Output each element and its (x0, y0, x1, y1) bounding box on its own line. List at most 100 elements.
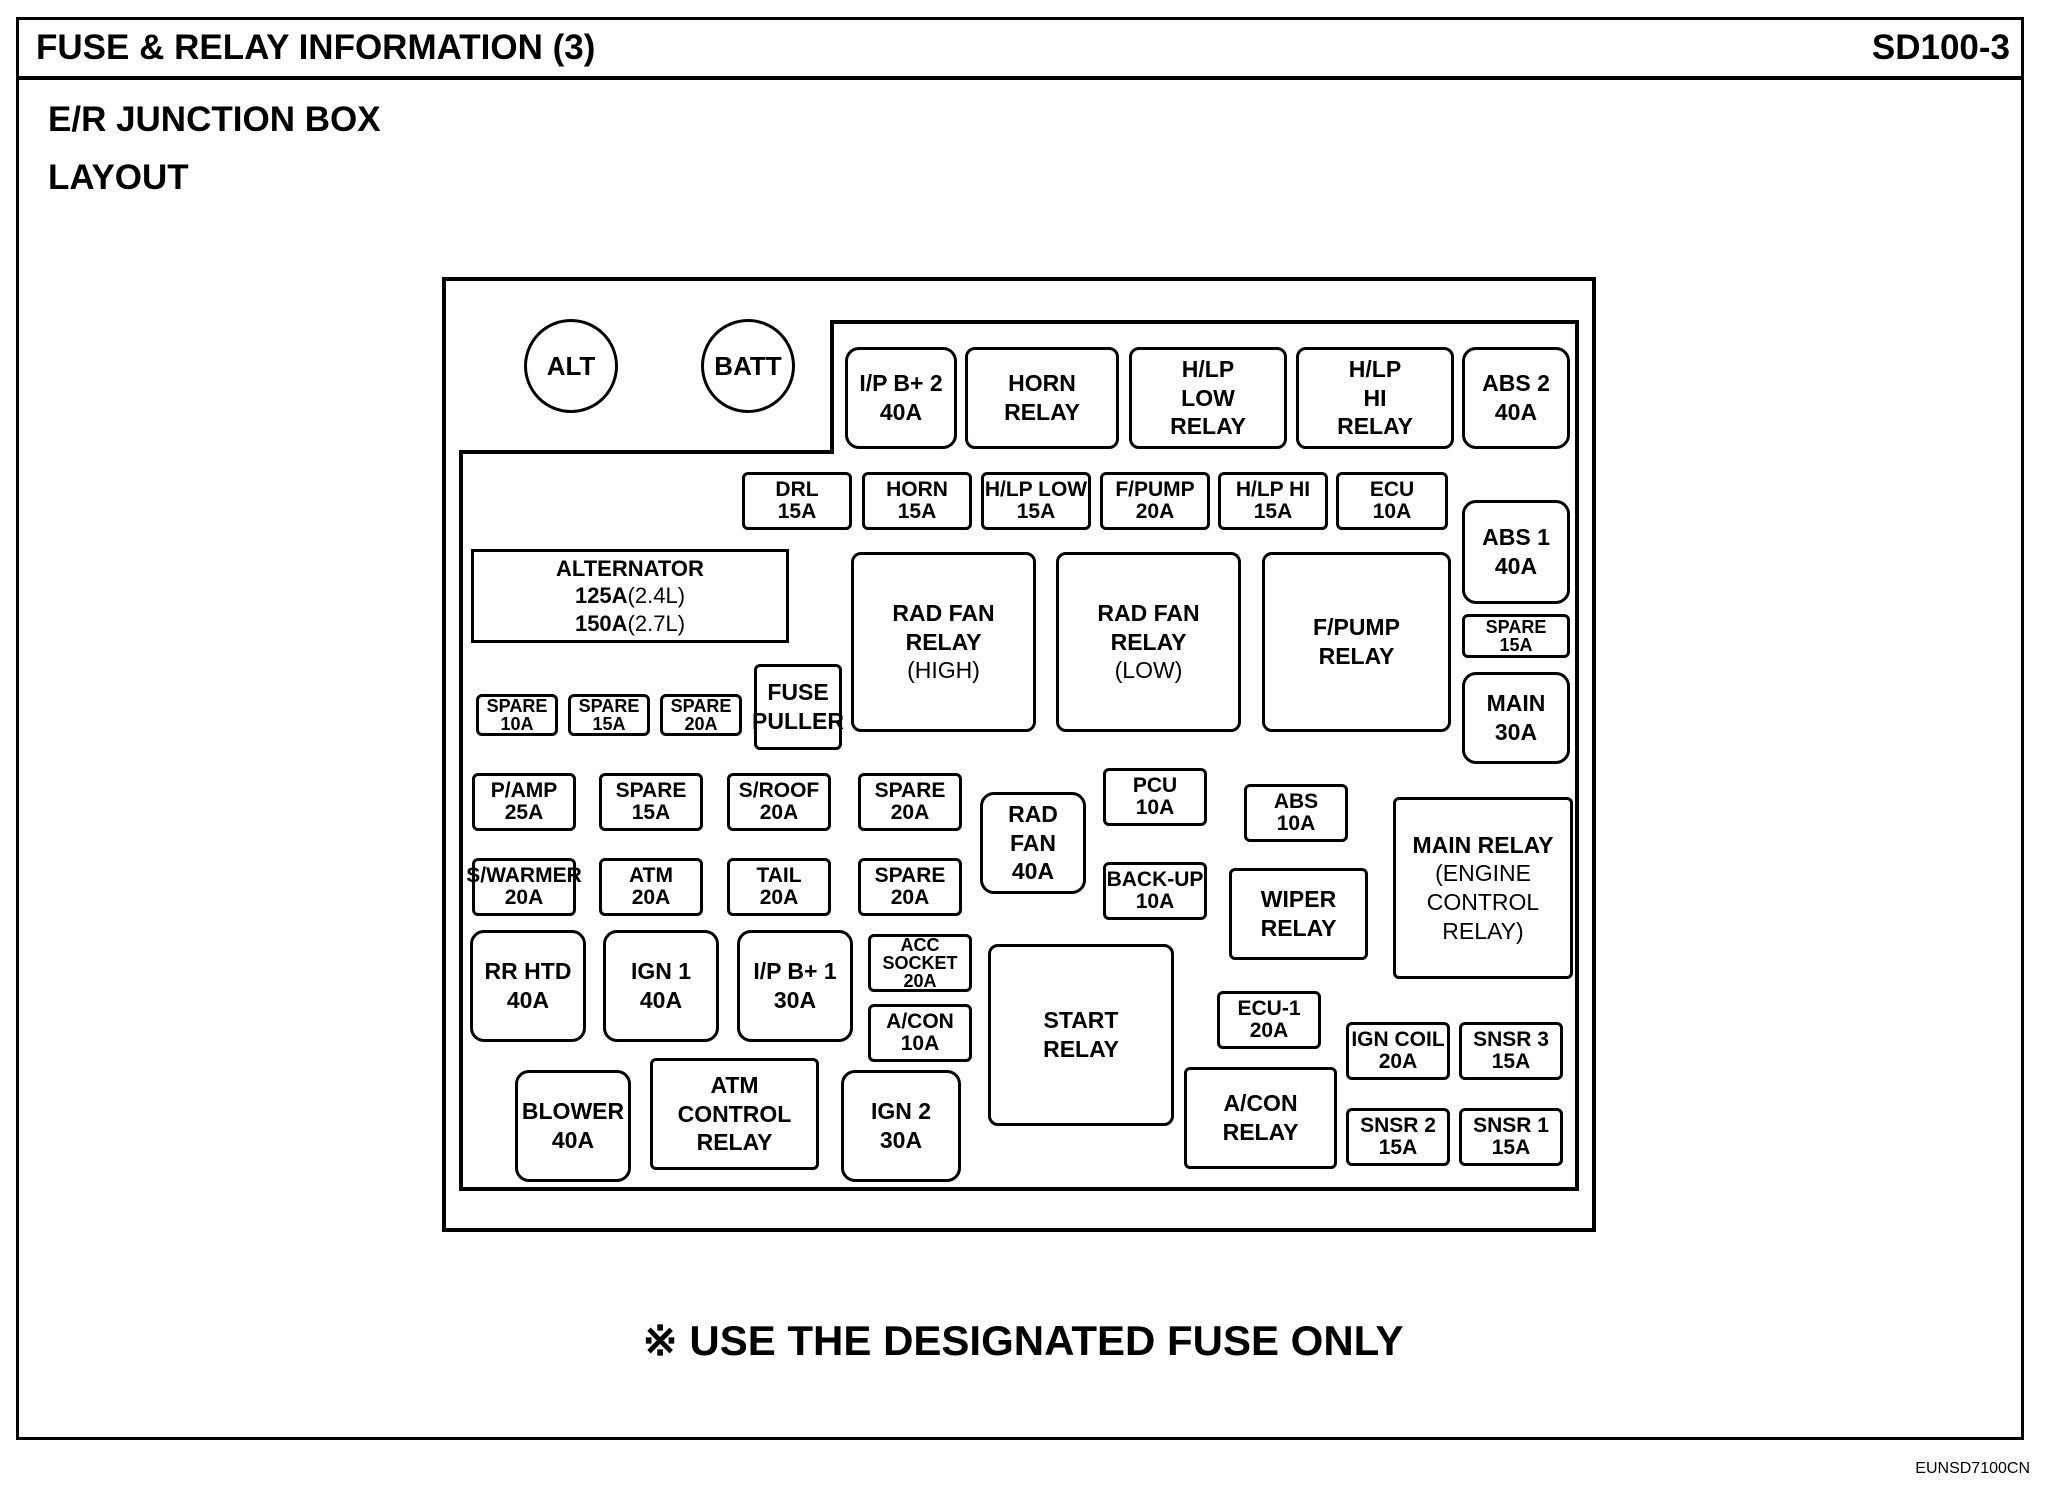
fuse-drl-15a-line: 15A (777, 500, 817, 523)
relay-rad-fan-high-line: RELAY (905, 628, 982, 655)
fuse-snsr2-15a-line: 15A (1378, 1136, 1418, 1159)
fuse-abs1-40a-line: 40A (1494, 553, 1538, 579)
relay-rad-fan-high-line: (HIGH) (907, 657, 980, 684)
fuse-ipb1-30a-line: I/P B+ 1 (753, 958, 837, 985)
fuse-spare-20a-a-line: SPARE (874, 778, 946, 802)
fuse-acon-10a-line: A/CON (886, 1009, 954, 1033)
fuse-tail-20a-line: 20A (759, 886, 799, 909)
fuse-abs-10a-line: 10A (1276, 812, 1316, 835)
fuse-puller-line: FUSE (767, 679, 829, 706)
relay-acon-line: A/CON (1223, 1090, 1298, 1117)
relay-main-engine-control-line: (ENGINE (1435, 860, 1531, 887)
relay-wiper-line: WIPER (1260, 886, 1337, 913)
fuse-rad-fan-40a-line: FAN (1010, 829, 1056, 856)
fuse-tail-20a-line: TAIL (756, 863, 802, 887)
fuse-abs-10a-line: ABS (1273, 789, 1319, 813)
fuse-main-30a-line: 30A (1494, 719, 1538, 745)
fuse-hlp-low-15a-line: H/LP LOW (984, 477, 1088, 501)
fuse-snsr2-15a-line: SNSR 2 (1360, 1113, 1436, 1137)
alternator-text: 125A (574, 583, 628, 609)
fuse-ecu1-20a-line: 20A (1249, 1019, 1289, 1042)
fuse-atm-20a-line: ATM (629, 863, 673, 887)
fuse-hlp-low-15a-line: 15A (1016, 500, 1056, 523)
relay-main-engine-control-line: RELAY) (1442, 917, 1524, 944)
fuse-rr-htd-40a-line: RR HTD (484, 958, 572, 985)
relay-horn-line: RELAY (1004, 399, 1080, 425)
fuse-spare-15a-line: SPARE (615, 778, 687, 802)
fuse-fpump-20a-line: F/PUMP (1115, 477, 1195, 501)
fuse-fpump-20a-line: 20A (1135, 500, 1175, 523)
relay-hlp-low-line: RELAY (1170, 413, 1246, 440)
fuse-blower-40a-line: BLOWER (521, 1098, 625, 1125)
fuse-hlp-hi-15a-line: H/LP HI (1235, 477, 1311, 501)
relay-start-line: START (1043, 1007, 1119, 1034)
fuse-spare-20a-small-line: SPARE (670, 696, 732, 716)
fuse-spare-10a-line: SPARE (486, 696, 548, 716)
fuse-spare-15a-line: 15A (631, 801, 671, 824)
fuse-pcu-10a-line: 10A (1135, 796, 1175, 819)
fuse-abs1-40a-line: ABS 1 (1482, 524, 1550, 551)
fuse-puller-line: PULLER (752, 708, 844, 734)
relay-wiper-line: RELAY (1260, 915, 1337, 941)
fuse-horn-15a-line: 15A (897, 500, 937, 523)
fuse-swarmer-20a-line: 20A (504, 886, 544, 909)
alternator-line: 150A(2.7L) (575, 610, 685, 638)
fuse-hlp-hi-15a-line: 15A (1253, 500, 1293, 523)
relay-atm-control-line: ATM (710, 1071, 759, 1098)
fuse-main-30a-line: MAIN (1486, 690, 1546, 717)
fuse-ign-coil-20a-line: 20A (1378, 1050, 1418, 1073)
fuse-ecu1-20a-line: ECU-1 (1237, 996, 1301, 1020)
fuse-acc-socket-20a-line: 20A (903, 971, 937, 991)
fuse-ipb1-30a-line: 30A (773, 987, 817, 1013)
page-frame (16, 17, 2024, 1440)
fuse-snsr3-15a-line: 15A (1491, 1050, 1531, 1073)
alternator-text: (2.4L) (627, 583, 686, 609)
fuse-snsr1-15a-line: 15A (1491, 1136, 1531, 1159)
fuse-pcu-10a-line: PCU (1132, 773, 1178, 797)
relay-fpump-line: F/PUMP (1313, 614, 1400, 641)
alt-terminal: ALT (524, 319, 618, 413)
alternator-text: ALTERNATOR (556, 555, 704, 581)
fuse-spare-20a-b-line: 20A (890, 886, 930, 909)
fuse-sroof-20a-line: S/ROOF (738, 778, 820, 802)
fuse-ign-coil-20a-line: IGN COIL (1351, 1027, 1445, 1051)
fuse-snsr1-15a-line: SNSR 1 (1473, 1113, 1549, 1137)
section-subtitle: LAYOUT (48, 158, 189, 197)
batt-terminal: BATT (701, 319, 795, 413)
fuse-pamp-25a-line: P/AMP (490, 778, 558, 802)
